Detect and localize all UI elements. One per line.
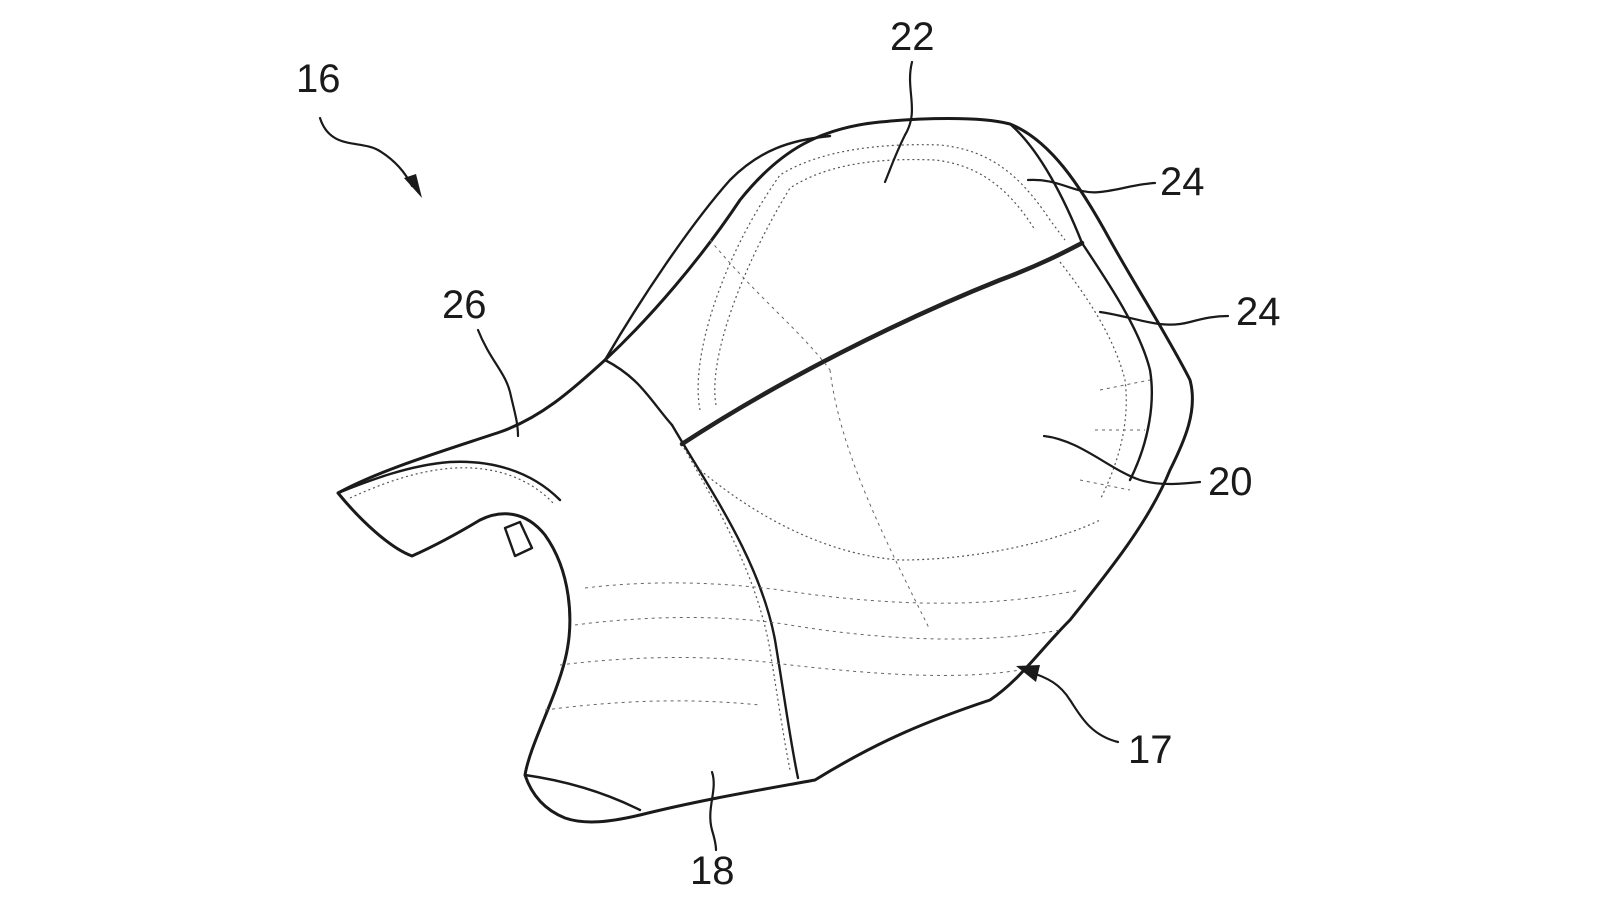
ref-label-17: 17 [1128,728,1173,772]
front-panel-contour-3 [559,657,1021,676]
arrowhead-17 [1016,665,1040,682]
ref-label-18: 18 [690,849,735,893]
ref-label-22: 22 [890,15,935,59]
rider-panel-contour-b [709,239,831,371]
leader-24-upper [1026,178,1157,194]
side-panel-lower-stitch [1059,261,1127,501]
front-rear-divider [670,423,800,780]
side-panel-upper-outline [1008,122,1084,245]
side-panel-contour-3 [1079,479,1131,491]
upper-panel-stitch-inner [714,158,1036,406]
front-panel-top-edge [603,358,674,427]
front-panel-contour-1 [584,582,1081,604]
ref-label-24-lower: 24 [1236,290,1281,334]
ref-label-26: 26 [442,283,487,327]
front-panel-contour-4 [544,700,761,711]
mount-tab [503,520,534,558]
front-panel-bottom-edge [523,773,642,812]
leader-26 [476,328,520,438]
leader-20 [1042,434,1202,486]
leader-24-lower [1098,310,1230,326]
leader-18 [709,770,718,852]
upper-panel-stitch-outline [697,144,1066,411]
leader-16 [318,116,414,188]
leader-22 [883,60,914,184]
side-panel-contour-1 [1099,379,1151,391]
ref-label-20: 20 [1208,460,1253,504]
seat-outline [336,117,1194,824]
rider-panel-contour-a [829,369,931,631]
leader-17 [1028,670,1120,744]
arrowhead-16 [404,174,422,198]
rider-pillion-seam [679,240,1085,447]
ref-label-16: 16 [296,57,341,101]
tank-extension-panel [336,460,562,502]
rear-upper-panel-edge [603,134,832,362]
side-panel-lower-outline [1080,241,1153,482]
front-rear-divider-stitch [683,447,791,771]
ref-label-24-upper: 24 [1160,160,1205,204]
